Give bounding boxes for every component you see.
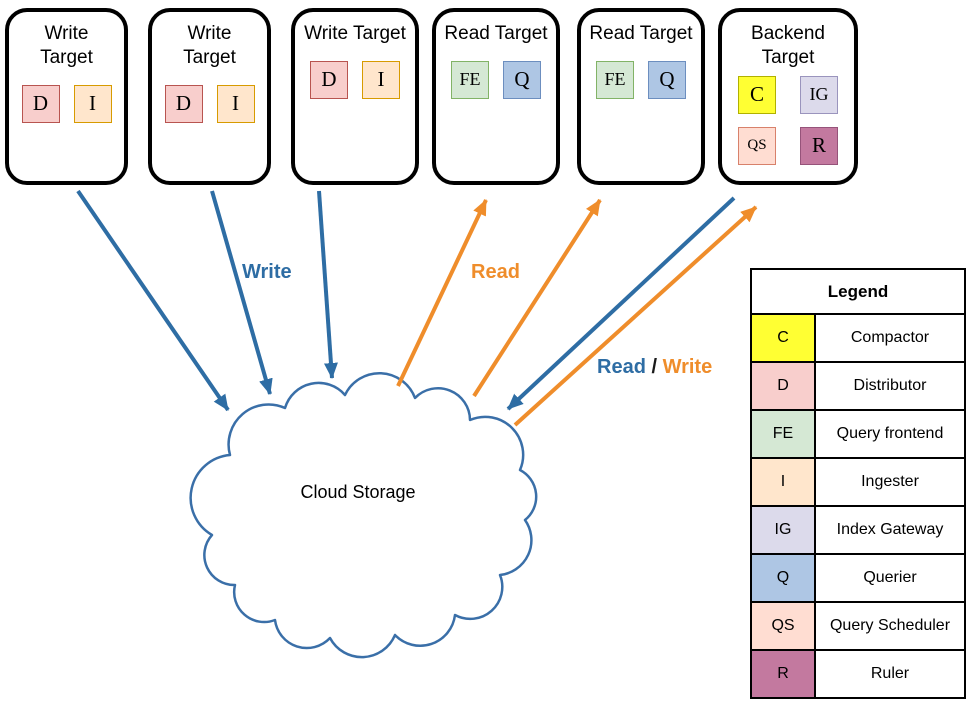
legend-row-index-gateway: IG Index Gateway — [750, 505, 966, 555]
legend-key: QS — [750, 601, 816, 651]
legend-name: Query Scheduler — [814, 601, 966, 651]
distributor-chip: D — [310, 60, 348, 99]
distributor-chip: D — [164, 84, 203, 123]
legend-row-query-scheduler: QS Query Scheduler — [750, 601, 966, 651]
target-box-read-2: Read Target FE Q — [577, 8, 705, 185]
combo-separator: / — [645, 356, 663, 378]
legend-row-ruler: R Ruler — [750, 649, 966, 699]
legend-key: Q — [750, 553, 816, 603]
component-row: FE Q — [436, 60, 556, 99]
legend-key: D — [750, 361, 816, 411]
ingester-chip: I — [73, 84, 112, 123]
target-title: Read Target — [444, 23, 548, 44]
legend-row-query-frontend: FE Query frontend — [750, 409, 966, 459]
legend-title: Legend — [750, 268, 966, 315]
target-box-write-1: Write Target D I — [5, 8, 128, 185]
target-title: Write Target — [304, 23, 406, 44]
target-box-write-2: Write Target D I — [148, 8, 271, 185]
ingester-chip: I — [362, 60, 400, 99]
read-arrow-2 — [472, 198, 602, 398]
legend-key: R — [750, 649, 816, 699]
legend-key: IG — [750, 505, 816, 555]
cloud-storage-shape — [189, 371, 538, 659]
target-title: Read Target — [589, 23, 693, 44]
write-arrow-1 — [76, 189, 230, 412]
component-grid: C IG QS R — [722, 75, 854, 165]
target-box-backend: Backend Target C IG QS R — [718, 8, 858, 185]
combo-write-label: Write — [662, 356, 713, 378]
write-arrow-2 — [210, 190, 273, 395]
legend-name: Index Gateway — [814, 505, 966, 555]
legend-header-row: Legend — [750, 268, 966, 315]
legend-name: Distributor — [814, 361, 966, 411]
combo-read-label: Read — [597, 356, 646, 378]
querier-chip: Q — [503, 60, 541, 99]
legend-name: Ingester — [814, 457, 966, 507]
query-frontend-chip: FE — [596, 60, 634, 99]
ruler-chip: R — [800, 126, 838, 165]
read-flow-label: Read — [471, 261, 520, 283]
read-write-flow-label: Read / Write — [597, 356, 712, 379]
read-arrow-1 — [396, 199, 488, 387]
cloud-storage-label: Cloud Storage — [300, 482, 416, 502]
compactor-chip: C — [738, 75, 776, 114]
querier-chip: Q — [648, 60, 686, 99]
legend-table: Legend C Compactor D Distributor FE Quer… — [750, 268, 966, 699]
backend-read-arrow — [513, 205, 758, 427]
target-title: Write Target — [183, 23, 236, 68]
target-title: Write Target — [40, 23, 93, 68]
legend-name: Querier — [814, 553, 966, 603]
write-flow-label: Write — [242, 261, 292, 283]
legend-key: I — [750, 457, 816, 507]
target-title: Backend Target — [751, 23, 825, 68]
legend-row-compactor: C Compactor — [750, 313, 966, 363]
legend-row-querier: Q Querier — [750, 553, 966, 603]
target-box-write-3: Write Target D I — [291, 8, 419, 185]
legend-key: FE — [750, 409, 816, 459]
legend-name: Compactor — [814, 313, 966, 363]
distributor-chip: D — [21, 84, 60, 123]
legend-key: C — [750, 313, 816, 363]
legend-row-ingester: I Ingester — [750, 457, 966, 507]
component-row: D I — [152, 84, 267, 123]
legend-name: Query frontend — [814, 409, 966, 459]
query-frontend-chip: FE — [451, 60, 489, 99]
component-row: D I — [295, 60, 415, 99]
write-arrow-3 — [317, 190, 338, 379]
index-gateway-chip: IG — [800, 75, 838, 114]
component-row: FE Q — [581, 60, 701, 99]
ingester-chip: I — [216, 84, 255, 123]
legend-name: Ruler — [814, 649, 966, 699]
target-box-read-1: Read Target FE Q — [432, 8, 560, 185]
legend-row-distributor: D Distributor — [750, 361, 966, 411]
component-row: D I — [9, 84, 124, 123]
query-scheduler-chip: QS — [738, 126, 776, 165]
